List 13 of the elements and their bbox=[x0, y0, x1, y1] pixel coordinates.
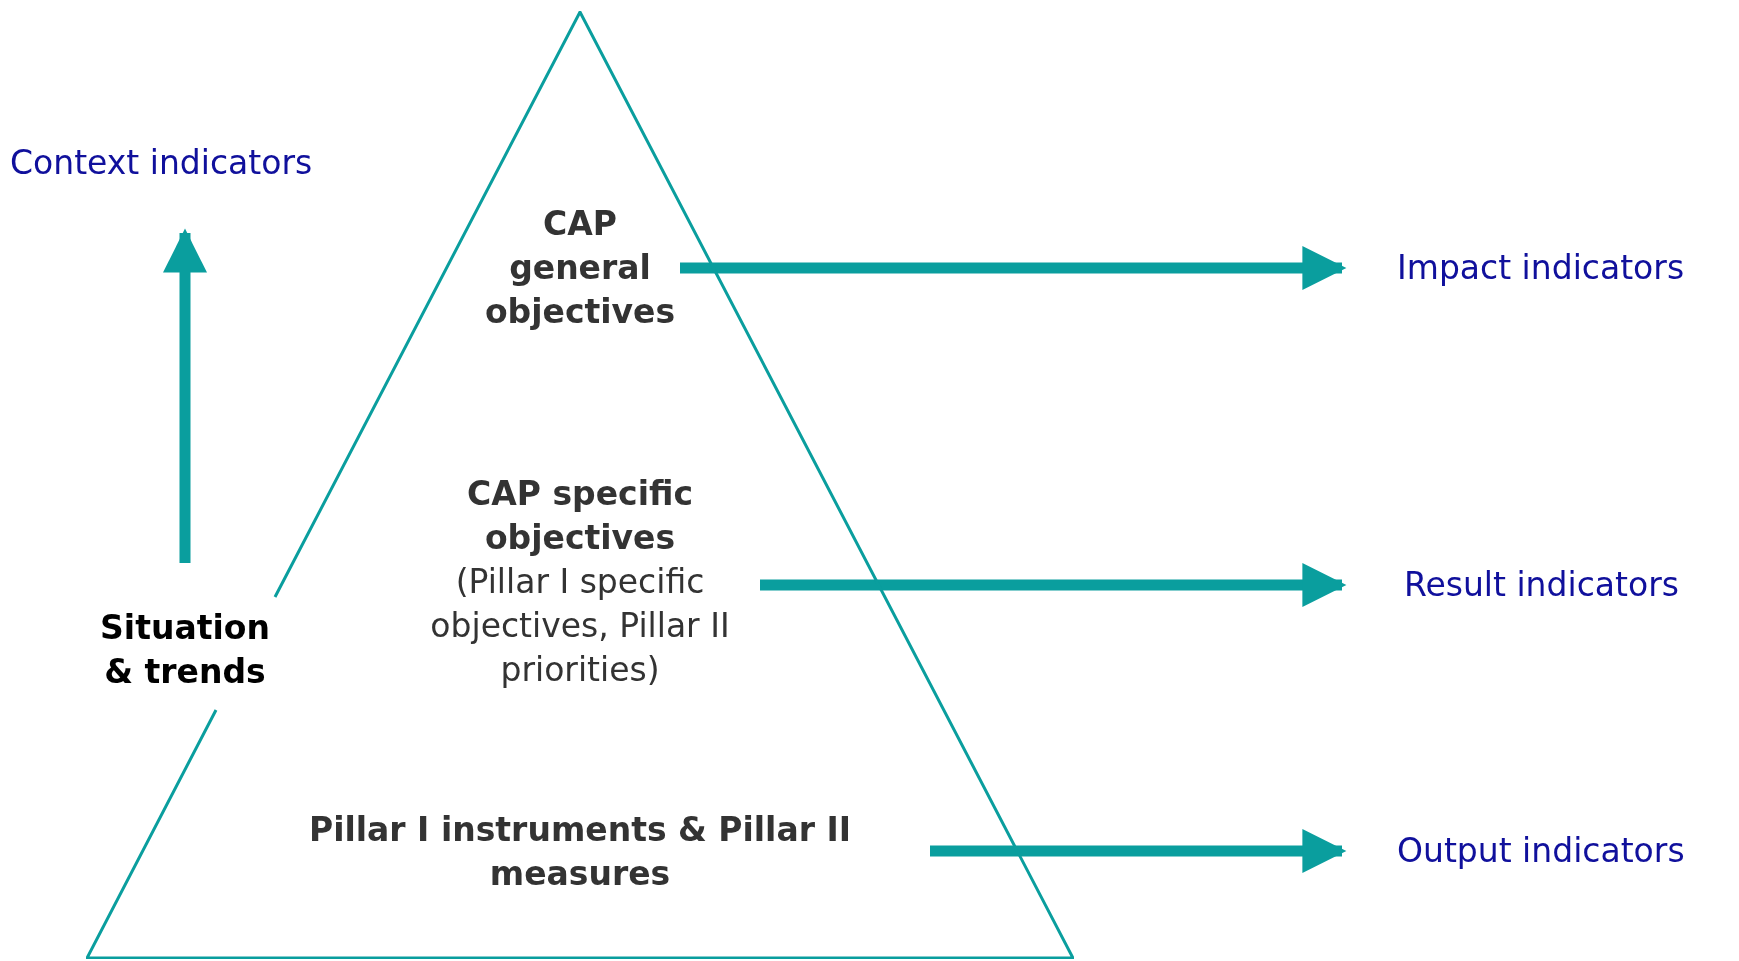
objective-heading: CAP specific objectives bbox=[466, 473, 694, 559]
indicator-label: Impact indicators bbox=[1397, 247, 1686, 289]
arrow bbox=[760, 563, 1347, 607]
objective-note: (Pillar I specific objectives, Pillar II priorities) bbox=[429, 561, 731, 691]
measures-text: Pillar I instruments & Pillar II measures bbox=[307, 809, 853, 895]
arrow bbox=[680, 246, 1347, 290]
arrow bbox=[930, 829, 1347, 873]
indicator-label: Output indicators bbox=[1397, 830, 1686, 872]
indicator-label: Context indicators bbox=[10, 142, 314, 184]
situation-text: Situation & trends bbox=[99, 607, 271, 693]
arrow bbox=[163, 228, 207, 563]
objective-text: CAP general objectives bbox=[483, 203, 677, 333]
indicator-label: Result indicators bbox=[1404, 564, 1680, 606]
